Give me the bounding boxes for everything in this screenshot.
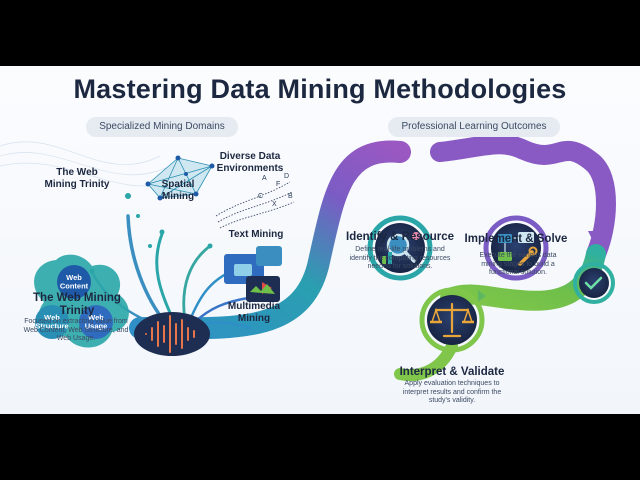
magnifier-data-icon (367, 215, 433, 281)
svg-text:A: A (262, 175, 267, 182)
multimedia-mining-label: Multimedia Mining (227, 301, 281, 324)
text-stream-icon (215, 181, 295, 229)
flowchart-wrench-icon (483, 215, 549, 281)
pill-specialized-domains: Specialized Mining Domains (86, 117, 238, 137)
svg-text:D: D (284, 173, 289, 180)
text-mining-label: Text Mining (228, 229, 284, 240)
identify-resource-description: Define real-life problems and identify t… (349, 246, 451, 270)
page-title: Mastering Data Mining Methodologies (73, 74, 567, 104)
identify-resource-title: Identify & Resource (346, 231, 454, 243)
svg-text:F: F (276, 181, 280, 188)
interpret-validate-title: Interpret & Validate (399, 366, 505, 378)
svg-text:B: B (288, 193, 293, 200)
implement-solve-description: Execute the various data mining stages t… (479, 252, 557, 276)
sound-wave-icon (134, 312, 210, 356)
svg-text:X: X (272, 201, 277, 208)
balance-scale-icon (419, 287, 485, 353)
implement-solve-title: Implement & Solve (464, 233, 568, 245)
media-tiles-icon (224, 246, 282, 302)
web-trinity-heading: The Web Mining Trinity (33, 292, 121, 317)
pill-learning-outcomes: Professional Learning Outcomes (388, 117, 560, 137)
spatial-mining-label: Spatial Mining (161, 179, 195, 202)
svg-text:C: C (258, 193, 263, 200)
text-letters: A F D B X C (258, 173, 293, 208)
interpret-validate-description: Apply evaluation techniques to interpret… (402, 380, 502, 404)
network-graph-icon (145, 155, 215, 201)
web-trinity-description: Focused on extracting value from Web Con… (23, 318, 129, 342)
checklist-icon (573, 262, 615, 304)
web-trinity-top-label: The Web Mining Trinity (44, 167, 110, 190)
diverse-environments-label: Diverse Data Environments (216, 151, 284, 174)
